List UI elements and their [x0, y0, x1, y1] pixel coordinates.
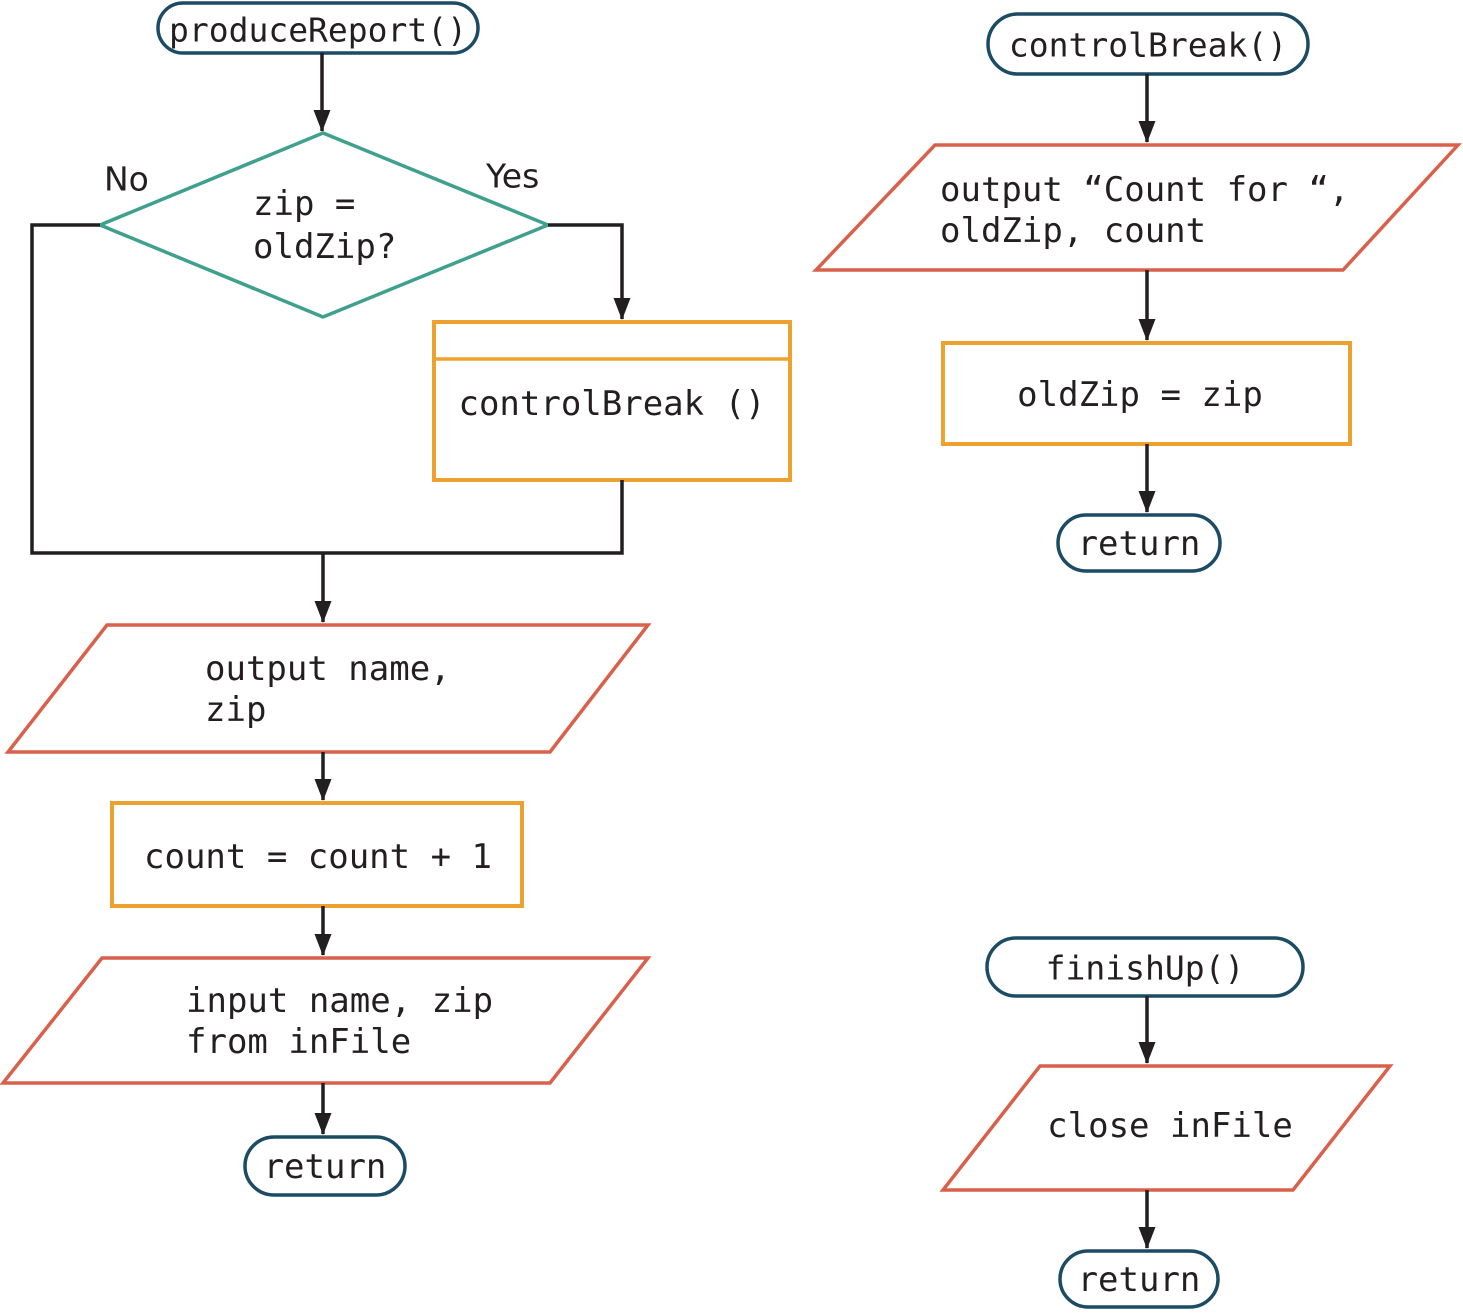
branch-label-yes: Yes — [485, 157, 539, 196]
decision-label-line1: zip = — [253, 184, 355, 224]
io-output-name-zip — [4, 623, 652, 754]
decision-zip-equals-oldzip — [95, 131, 553, 319]
terminal-return-finish-up — [1058, 1249, 1220, 1309]
decision-label-line2: oldZip? — [253, 227, 396, 267]
terminal-start-finish-up — [985, 936, 1305, 998]
terminal-return-label: return — [1078, 524, 1201, 564]
terminal-return-label: return — [1078, 1260, 1201, 1300]
produce-report-flowchart: produceReport() zip = oldZip? No Yes con… — [0, 1, 792, 1197]
process-increment-count — [110, 801, 524, 908]
io-input-label-line2: from inFile — [186, 1022, 411, 1062]
control-break-flowchart: controlBreak() output “Count for “, oldZ… — [811, 12, 1462, 573]
branch-label-no: No — [104, 160, 149, 199]
io-output-label-line1: output name, — [205, 649, 451, 689]
terminal-return-label: return — [264, 1147, 387, 1187]
terminal-start-produce-report — [156, 1, 480, 55]
terminal-return-produce-report — [243, 1135, 407, 1197]
terminal-start-label: produceReport() — [169, 11, 467, 50]
module-call-label: controlBreak () — [458, 384, 765, 424]
module-call-controlbreak-box — [432, 320, 792, 482]
io-close-label: close inFile — [1047, 1106, 1293, 1146]
connector-yes-branch — [548, 223, 631, 320]
connector-no-branch-loop — [30, 223, 624, 555]
io-input-name-zip — [0, 956, 652, 1085]
terminal-start-label: controlBreak() — [1009, 26, 1287, 65]
process-oldzip-label: oldZip = zip — [1017, 375, 1263, 415]
io-output-label-line2: zip — [205, 690, 266, 730]
terminal-start-label: finishUp() — [1046, 949, 1245, 988]
process-increment-label: count = count + 1 — [144, 837, 492, 877]
io-output-label-line1: output “Count for “, — [940, 170, 1349, 210]
io-close-infile — [939, 1064, 1394, 1192]
terminal-return-control-break — [1056, 513, 1222, 573]
io-output-label-line2: oldZip, count — [940, 211, 1206, 251]
io-output-count-for — [811, 143, 1462, 272]
finish-up-flowchart: finishUp() close inFile return — [939, 936, 1394, 1309]
io-input-label-line1: input name, zip — [186, 981, 493, 1021]
